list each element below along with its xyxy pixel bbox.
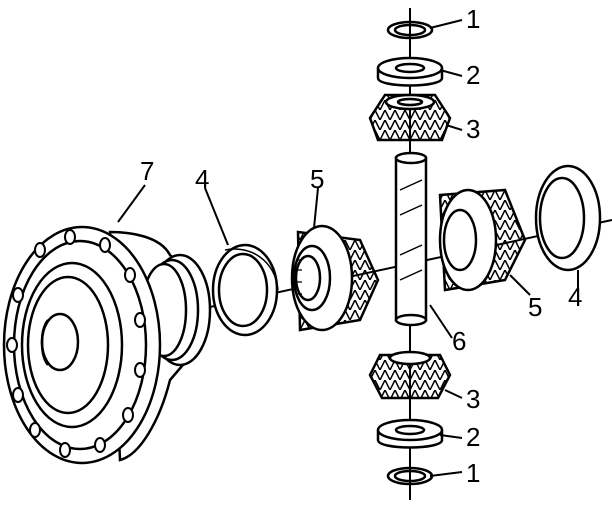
callout-2-top: 2 <box>466 60 480 90</box>
callout-7: 7 <box>140 156 154 186</box>
callout-6: 6 <box>452 326 466 356</box>
leader-lines <box>117 19 579 477</box>
callout-5-left: 5 <box>310 164 324 194</box>
callout-5-right: 5 <box>528 292 542 322</box>
differential-case <box>2 225 212 465</box>
callout-3-bottom: 3 <box>466 384 480 414</box>
pinion-gear-bottom <box>368 350 452 400</box>
callout-4-left: 4 <box>195 164 209 194</box>
side-gear-right <box>438 188 527 292</box>
thrust-washer-left <box>211 243 279 337</box>
callout-1-bottom: 1 <box>466 458 480 488</box>
callout-2-bottom: 2 <box>466 422 480 452</box>
snap-ring-top <box>386 20 434 40</box>
callout-1-top: 1 <box>466 4 480 34</box>
callout-3-top: 3 <box>466 114 480 144</box>
side-gear-left <box>290 224 380 332</box>
callout-4-right: 4 <box>568 282 582 312</box>
pinion-shaft <box>394 151 428 327</box>
pinion-gear-top <box>368 93 452 142</box>
thrust-washer-right <box>534 164 602 272</box>
thrust-washer-top <box>376 56 444 87</box>
thrust-washer-bottom <box>376 418 444 449</box>
